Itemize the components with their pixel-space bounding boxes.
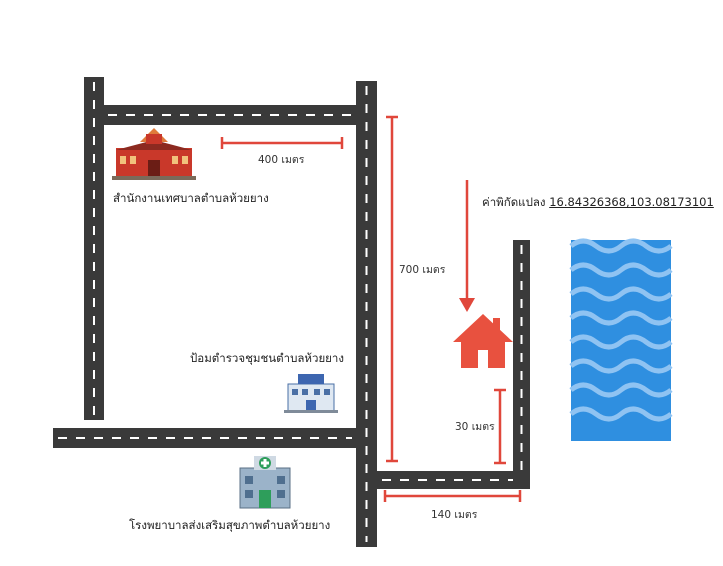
coordinate-label: ค่าพิกัดแปลง 16.84326368,103.08173101 [482, 194, 714, 212]
distance-bottom-label: 140 เมตร [431, 509, 478, 521]
municipal-office-icon [112, 128, 196, 180]
road-main-vertical [356, 81, 377, 547]
municipal-office-label: สำนักงานเทศบาลตำบลห้วยยาง [113, 191, 269, 205]
measure-short-vertical [494, 388, 506, 465]
measure-bottom [383, 490, 522, 502]
road-house [513, 240, 530, 489]
distance-short-vertical-label: 30 เมตร [455, 421, 495, 433]
coordinate-value: 16.84326368,103.08173101 [549, 195, 714, 209]
hospital-icon [239, 456, 291, 509]
police-box-label: ป้อมตำรวจชุมชนตำบลห้วยยาง [190, 351, 344, 365]
location-arrow [459, 180, 475, 312]
police-station-icon [284, 374, 338, 413]
measure-top [220, 137, 344, 149]
road-network [53, 77, 530, 547]
road-bottom [377, 471, 530, 489]
house-icon [453, 314, 513, 368]
hospital-label: โรงพยาบาลส่งเสริมสุขภาพตำบลห้วยยาง [129, 518, 331, 532]
measure-vertical [386, 115, 398, 463]
coordinate-prefix: ค่าพิกัดแปลง [482, 195, 546, 209]
distance-vertical-label: 700 เมตร [399, 264, 446, 276]
distance-top-label: 400 เมตร [258, 154, 305, 166]
road-top [84, 105, 377, 125]
measurements [220, 115, 522, 502]
water-icon [569, 238, 673, 441]
